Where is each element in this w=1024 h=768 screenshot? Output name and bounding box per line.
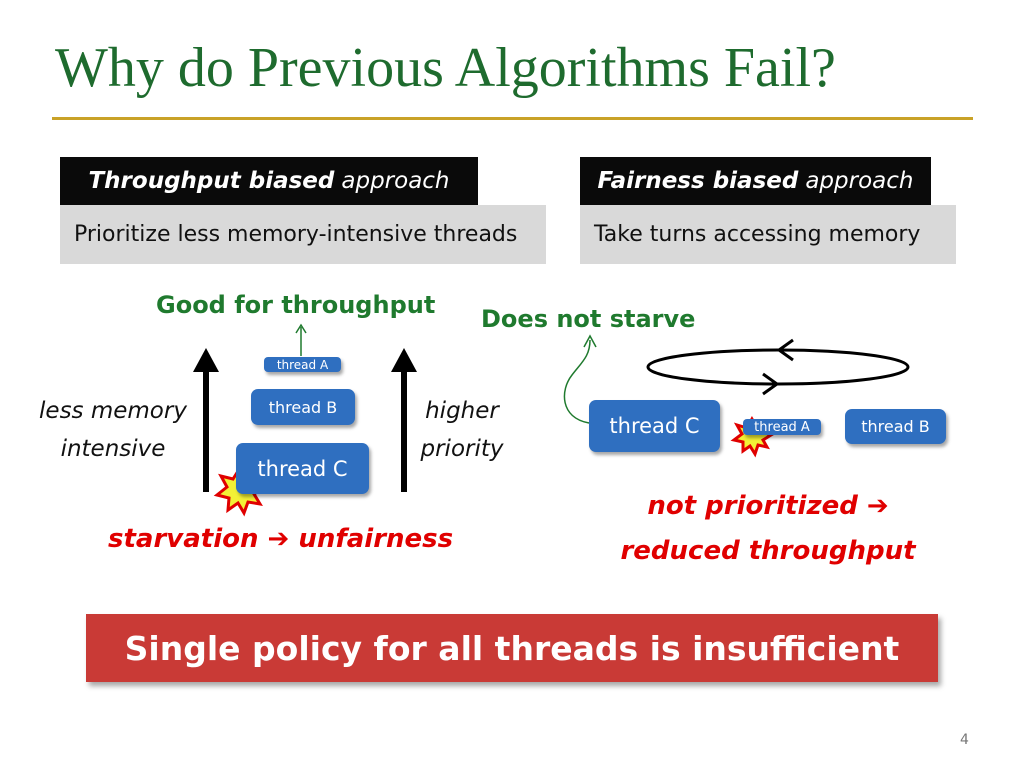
conclusion-banner: Single policy for all threads is insuffi… xyxy=(86,614,938,682)
thread-a-block: thread A xyxy=(264,357,341,372)
throughput-approach-header: Throughput biased approach xyxy=(60,157,478,205)
thread-a-block: thread A xyxy=(743,419,821,435)
thread-c-block: thread C xyxy=(589,400,720,452)
axis-right-line1: higher xyxy=(425,398,499,424)
page-number: 4 xyxy=(960,732,969,748)
axis-left-line2: intensive xyxy=(60,436,166,462)
less-memory-intensive-label: less memory intensive xyxy=(30,392,196,468)
header-rest-text: approach xyxy=(805,168,914,194)
header-rest-text: approach xyxy=(341,168,450,194)
fairness-approach-header: Fairness biased approach xyxy=(580,157,931,205)
axis-right-line2: priority xyxy=(420,436,504,462)
thread-b-block: thread B xyxy=(845,409,946,444)
throughput-approach-description: Prioritize less memory-intensive threads xyxy=(60,205,546,264)
page-title: Why do Previous Algorithms Fail? xyxy=(55,37,836,99)
not-prioritized-line1: not prioritized ➔ xyxy=(647,491,889,521)
up-arrow-icon xyxy=(391,348,417,492)
up-arrow-icon xyxy=(193,348,219,492)
thread-b-block: thread B xyxy=(251,389,355,425)
not-prioritized-label: not prioritized ➔ reduced throughput xyxy=(600,484,936,574)
starvation-text: starvation xyxy=(108,524,259,554)
thread-c-block: thread C xyxy=(236,443,369,494)
consequence-arrow-icon: ➔ xyxy=(267,524,290,554)
starvation-unfairness-label: starvation ➔ unfairness xyxy=(108,524,453,554)
fairness-approach-description: Take turns accessing memory xyxy=(580,205,956,264)
higher-priority-label: higher priority xyxy=(410,392,514,468)
cycle-arrows-icon xyxy=(646,338,910,396)
header-bold-text: Fairness biased xyxy=(597,168,799,194)
header-bold-text: Throughput biased xyxy=(88,168,335,194)
does-not-starve-label: Does not starve xyxy=(481,305,696,333)
curved-arrow-icon xyxy=(563,334,597,424)
thin-up-arrow-icon xyxy=(295,323,307,356)
title-underline xyxy=(52,117,973,120)
not-prioritized-line2: reduced throughput xyxy=(620,536,916,566)
axis-left-line1: less memory xyxy=(39,398,187,424)
unfairness-text: unfairness xyxy=(298,524,454,554)
good-for-throughput-label: Good for throughput xyxy=(156,291,436,319)
